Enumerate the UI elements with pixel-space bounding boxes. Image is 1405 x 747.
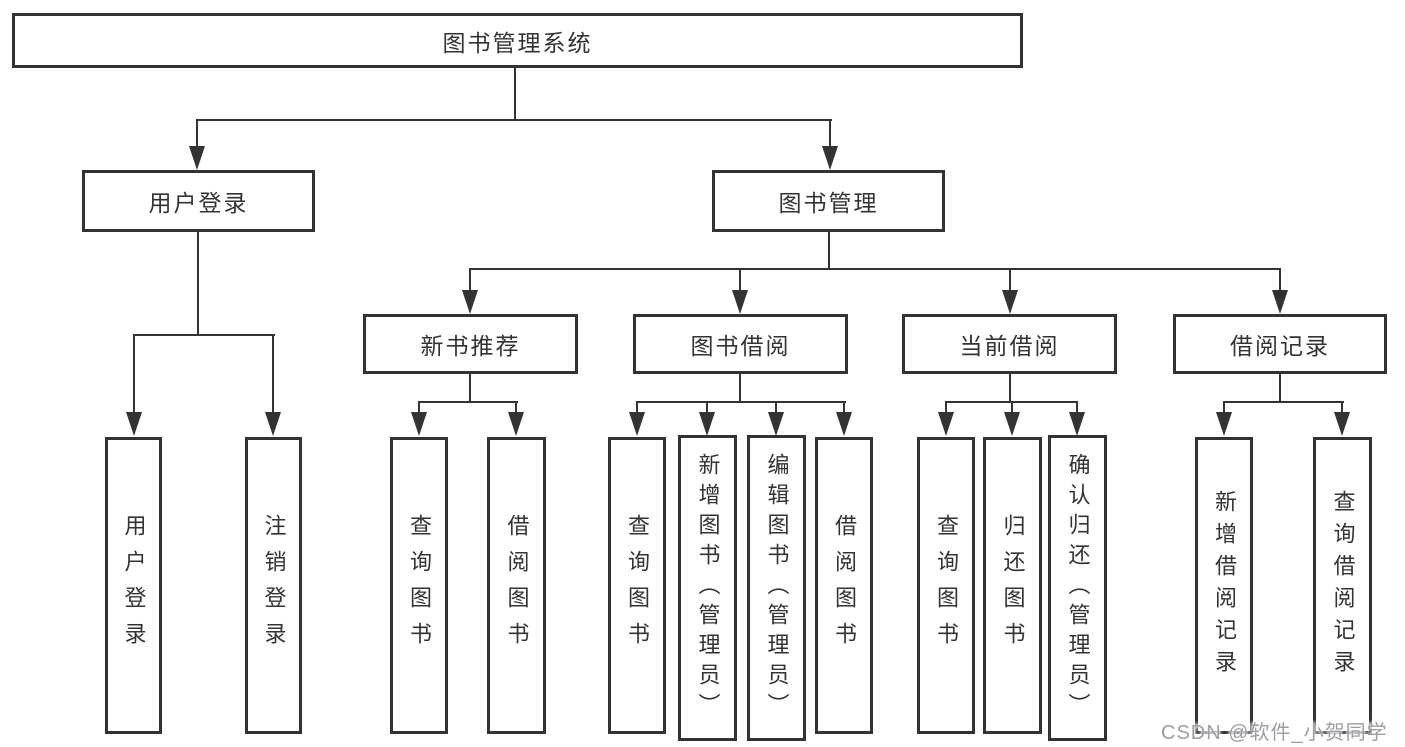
node-current-borrow: 当前借阅 <box>902 314 1117 374</box>
node-book-management-label: 图书管理 <box>778 190 879 216</box>
arrowhead-icon <box>822 146 838 170</box>
arrowhead-icon <box>836 412 852 436</box>
arrow-stem <box>1076 403 1078 415</box>
leaf-borrow-edit: 编辑图书（管理员） <box>747 435 806 741</box>
arrow-stem <box>469 270 471 293</box>
node-borrow-records: 借阅记录 <box>1173 314 1387 374</box>
arrow-stem <box>775 403 777 415</box>
arrowhead-icon <box>768 412 784 436</box>
arrow-stem <box>739 270 741 293</box>
leaf-current-query: 查询图书 <box>917 437 975 734</box>
connector-mgmt-branch <box>469 268 1281 270</box>
leaf-borrow-add: 新增图书（管理员） <box>678 435 737 741</box>
arrowhead-icon <box>126 412 142 436</box>
leaf-borrow-edit-label: 编辑图书（管理员） <box>764 453 790 723</box>
arrowhead-icon <box>1216 412 1232 436</box>
arrow-stem <box>1341 403 1343 415</box>
leaf-borrow-borrow-label: 借阅图书 <box>832 513 857 658</box>
arrowhead-icon <box>699 412 715 436</box>
arrowhead-icon <box>508 412 524 436</box>
connector-user-branch <box>133 334 275 336</box>
leaf-user-logout-label: 注销登录 <box>261 513 287 658</box>
leaf-newbook-borrow: 借阅图书 <box>487 437 546 734</box>
arrowhead-icon <box>1002 290 1018 314</box>
leaf-newbook-borrow-label: 借阅图书 <box>504 513 530 658</box>
leaf-current-return-label: 归还图书 <box>1000 513 1026 658</box>
node-user-login: 用户登录 <box>82 170 315 232</box>
connector-root-branch <box>196 119 832 121</box>
connector-user-trunk <box>197 232 199 335</box>
arrow-stem <box>418 403 420 415</box>
arrowhead-icon <box>1334 412 1350 436</box>
arrow-stem <box>196 120 198 149</box>
arrowhead-icon <box>1272 290 1288 314</box>
leaf-current-confirm-label: 确认归还（管理员） <box>1065 453 1091 723</box>
arrowhead-icon <box>462 290 478 314</box>
leaf-records-query-label: 查询借阅记录 <box>1330 489 1356 682</box>
arrow-stem <box>1279 270 1281 293</box>
leaf-borrow-borrow: 借阅图书 <box>815 437 873 734</box>
leaf-newbook-query-label: 查询图书 <box>407 513 432 658</box>
arrowhead-icon <box>1004 412 1020 436</box>
connector-newbook-trunk <box>469 374 471 403</box>
leaf-borrow-query-label: 查询图书 <box>625 513 650 658</box>
arrowhead-icon <box>265 412 281 436</box>
node-user-login-label: 用户登录 <box>148 190 249 216</box>
arrow-stem <box>133 335 135 415</box>
arrow-stem <box>515 403 517 415</box>
arrowhead-icon <box>732 290 748 314</box>
node-book-management: 图书管理 <box>712 170 945 232</box>
arrowhead-icon <box>1069 412 1085 436</box>
arrow-stem <box>829 120 831 149</box>
node-root-label: 图书管理系统 <box>442 29 593 56</box>
node-borrow-records-label: 借阅记录 <box>1230 333 1330 359</box>
connector-root-trunk <box>514 68 516 120</box>
connector-borrow-trunk <box>739 374 741 403</box>
arrow-stem <box>272 335 274 415</box>
arrowhead-icon <box>411 412 427 436</box>
node-new-book-recommend: 新书推荐 <box>363 314 578 374</box>
connector-current-trunk <box>1009 374 1011 403</box>
leaf-records-query: 查询借阅记录 <box>1313 437 1372 734</box>
node-root: 图书管理系统 <box>12 13 1023 68</box>
arrowhead-icon <box>629 412 645 436</box>
connector-newbook-branch <box>418 401 518 403</box>
leaf-user-login: 用户登录 <box>105 437 162 734</box>
leaf-newbook-query: 查询图书 <box>390 437 448 734</box>
connector-records-branch <box>1223 401 1344 403</box>
node-new-book-recommend-label: 新书推荐 <box>420 333 521 359</box>
leaf-user-login-label: 用户登录 <box>121 513 147 658</box>
node-book-borrow-label: 图书借阅 <box>690 333 791 359</box>
arrow-stem <box>945 403 947 415</box>
node-book-borrow: 图书借阅 <box>633 314 848 374</box>
arrow-stem <box>843 403 845 415</box>
leaf-current-confirm: 确认归还（管理员） <box>1048 435 1107 741</box>
connector-borrow-branch <box>636 401 846 403</box>
connector-records-trunk <box>1279 374 1281 403</box>
leaf-current-query-label: 查询图书 <box>934 513 959 658</box>
connector-mgmt-trunk <box>828 232 830 270</box>
arrow-stem <box>1223 403 1225 415</box>
csdn-watermark: CSDN @软件_小贺同学 <box>1161 722 1388 744</box>
connector-current-branch <box>945 401 1078 403</box>
leaf-records-add-label: 新增借阅记录 <box>1212 489 1237 682</box>
leaf-borrow-add-label: 新增图书（管理员） <box>695 453 721 723</box>
leaf-current-return: 归还图书 <box>983 437 1042 734</box>
node-current-borrow-label: 当前借阅 <box>959 333 1060 359</box>
arrow-stem <box>1009 270 1011 293</box>
arrow-stem <box>1011 403 1013 415</box>
leaf-borrow-query: 查询图书 <box>608 437 666 734</box>
leaf-user-logout: 注销登录 <box>245 437 302 734</box>
arrowhead-icon <box>189 146 205 170</box>
arrow-stem <box>636 403 638 415</box>
arrow-stem <box>706 403 708 415</box>
arrowhead-icon <box>938 412 954 436</box>
leaf-records-add: 新增借阅记录 <box>1195 437 1253 734</box>
